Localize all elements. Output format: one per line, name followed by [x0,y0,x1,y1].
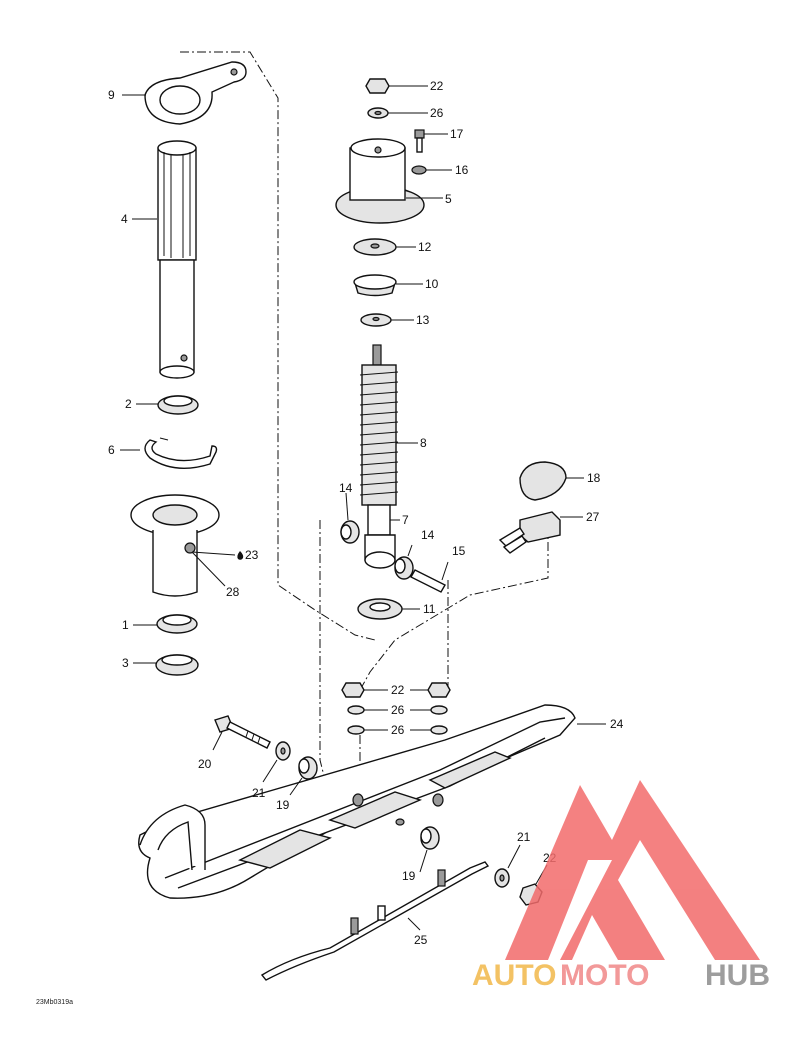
part-25-runner [260,861,490,981]
callout-12: 12 [418,240,432,254]
part-21-washer-left [275,741,291,761]
part-26-washers [347,705,448,735]
callout-5: 5 [445,192,452,206]
callout-14: 14 [421,528,435,542]
automotohub-logo: AUTO MOTO HUB [472,780,770,992]
assembly-dashline [359,525,549,691]
callout-17: 17 [450,127,464,141]
callout-19: 19 [276,798,290,812]
part-10-cup-washer [353,274,397,297]
assembly-dashline [319,520,331,801]
callout-25: 25 [414,933,428,947]
part-11-washer [357,598,403,620]
callout-21: 21 [252,786,266,800]
part-28-column-housing [130,494,220,597]
logo-text-auto: AUTO [472,959,556,992]
callout-26: 26 [430,106,444,120]
callout-15: 15 [452,544,466,558]
part-12-washer [353,238,397,256]
callout-8: 8 [420,436,427,450]
part-8-shock-absorber [359,344,399,506]
part-18-ski-tip-cap [519,461,567,501]
part-5-shock-cap [335,138,425,224]
callout-18: 18 [587,471,601,485]
part-20-bolt [214,715,271,749]
callout-1: 1 [122,618,129,632]
callout-2: 2 [125,397,132,411]
logo-text-hub: HUB [705,959,770,992]
callout-28: 28 [226,585,240,599]
callout-20: 20 [198,757,212,771]
part-14-bushing-right [394,556,414,580]
part-19-bushing-left [298,756,318,780]
drawing-reference-code: 23Mb0319a [36,999,73,1006]
part-7-shock-lower-eye [364,504,396,569]
part-16-washer [411,165,427,175]
part-26-washer-top [367,107,389,119]
callout-10: 10 [425,277,439,291]
callout-23: 23 [245,548,259,562]
callout-9: 9 [108,88,115,102]
part-27-stopper [498,511,561,554]
part-4-steering-column [157,140,197,379]
leader-lines [120,85,606,931]
logo-emblem-icon [505,780,760,960]
part-24-ski [138,704,576,899]
part-22-nut-top [365,78,390,94]
callout-26: 26 [391,703,405,717]
part-6-retaining-ring [144,437,218,469]
part-3-bushing [155,654,199,676]
part-2-bushing [157,395,199,415]
callout-3: 3 [122,656,129,670]
part-15-pin [410,569,446,593]
part-1-bushing [156,614,198,634]
callout-24: 24 [610,717,624,731]
part-22-nut-left [341,682,365,698]
part-9-lever-bracket [144,61,247,125]
callout-4: 4 [121,212,128,226]
callout-7: 7 [402,513,409,527]
callout-16: 16 [455,163,469,177]
callout-22: 22 [391,683,405,697]
callout-22: 22 [430,79,444,93]
callout-21: 21 [517,830,531,844]
callout-6: 6 [108,443,115,457]
lubricant-drop-icon [237,551,244,560]
callout-26: 26 [391,723,405,737]
callout-14: 14 [339,481,353,495]
part-13-washer [360,313,392,327]
logo-text-moto: MOTO [560,959,649,992]
callout-13: 13 [416,313,430,327]
callout-19: 19 [402,869,416,883]
part-21-washer-right [494,868,510,888]
part-17-screw [414,129,425,153]
assembly-dashline [180,51,376,641]
callout-27: 27 [586,510,600,524]
part-19-bushing-right [420,826,440,850]
part-14-bushing-left [340,520,360,544]
callout-11: 11 [423,602,436,616]
part-22-nut-right [427,682,451,698]
